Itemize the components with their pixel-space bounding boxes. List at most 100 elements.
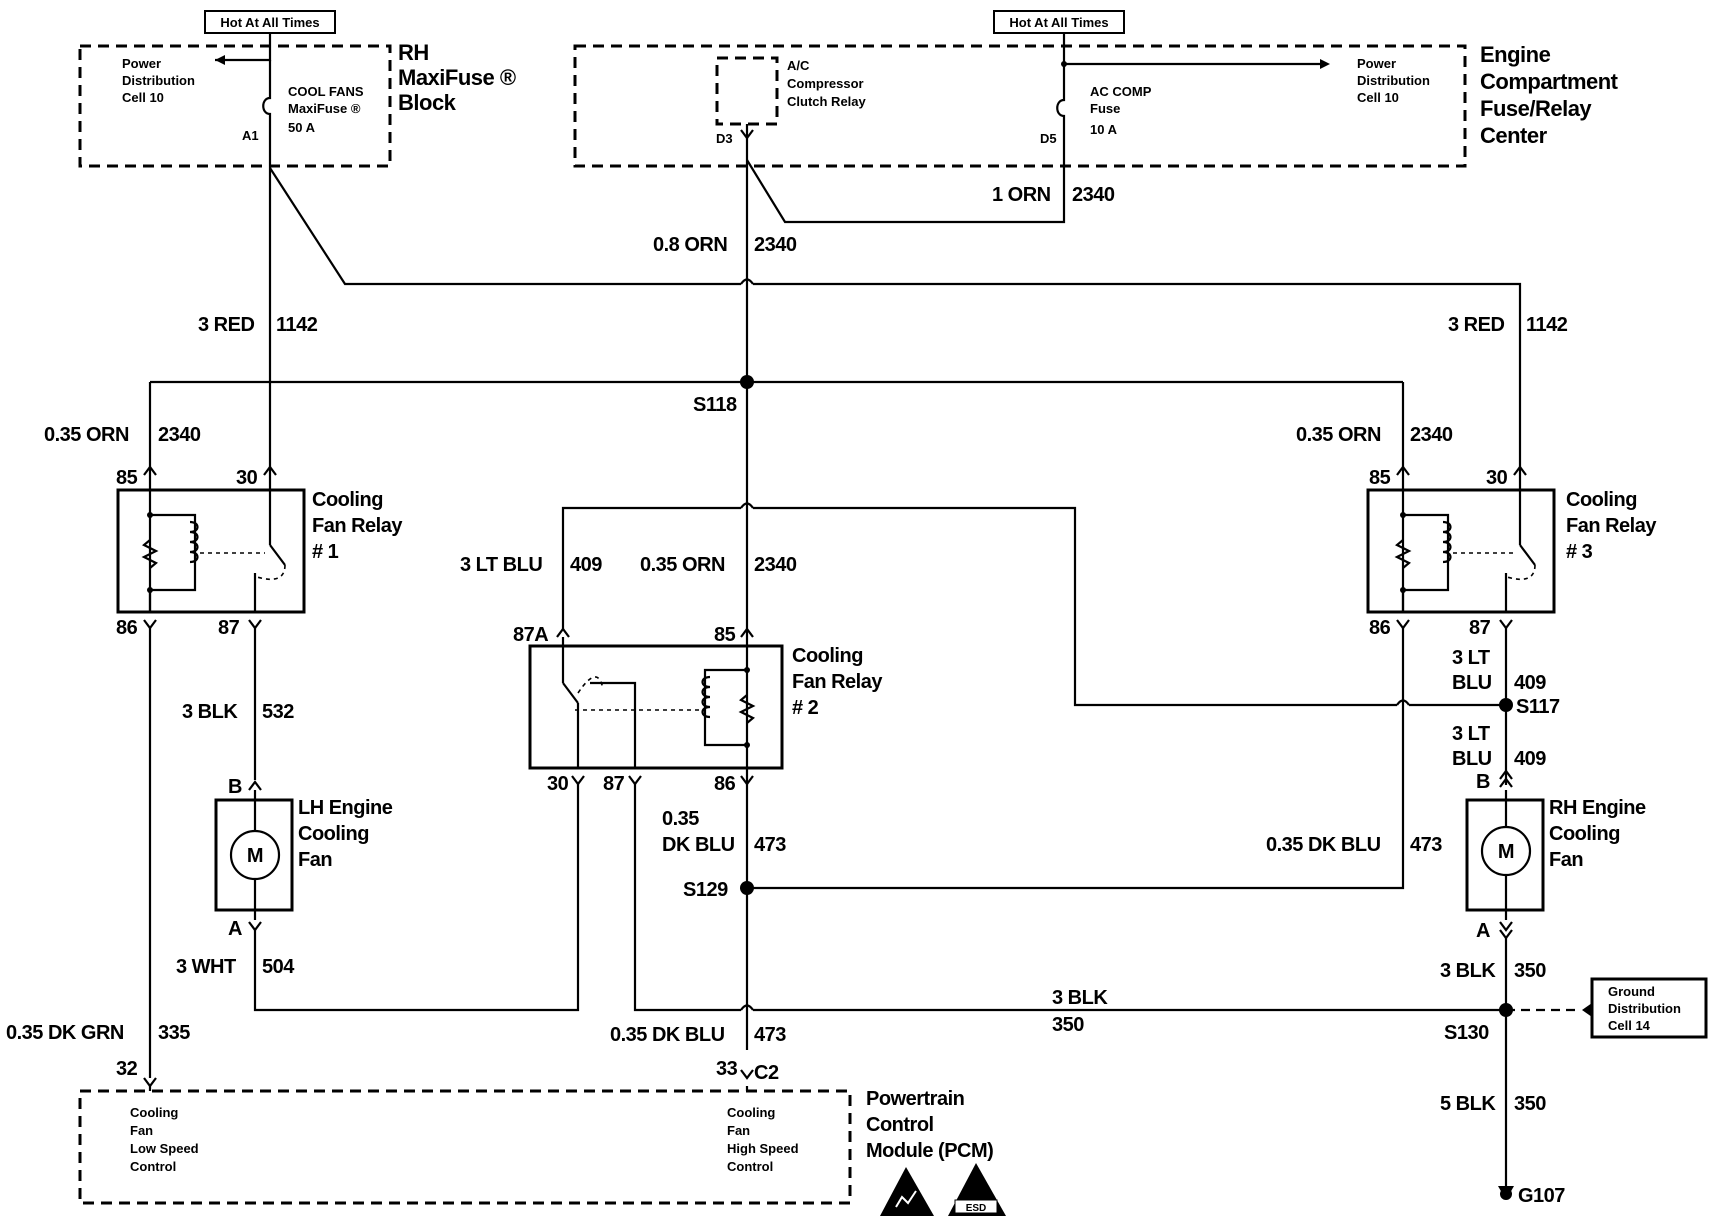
pcm-low-speed-label: Cooling Fan Low Speed Control xyxy=(130,1105,202,1174)
terminal-d5: D5 xyxy=(1040,131,1057,146)
ground-distribution-box: Ground Distribution Cell 14 xyxy=(1590,977,1708,1039)
ac-comp-fuse-label: AC COMP Fuse 10 A xyxy=(1090,84,1155,137)
label-3ltblu-r1-circuit: 409 xyxy=(1514,672,1546,694)
relay-1-pin-85: 85 xyxy=(116,467,138,489)
terminal-d3-mark xyxy=(740,129,754,140)
relay-1-input-pins xyxy=(143,465,277,476)
wire-hot-right-feed xyxy=(1062,33,1320,66)
label-08orn-circuit: 2340 xyxy=(754,234,797,256)
lh-fan-label: LH Engine Cooling Fan xyxy=(298,797,397,871)
pcm-title: Powertrain Control Module (PCM) xyxy=(866,1088,993,1162)
label-035-center: 0.35 xyxy=(662,808,699,830)
wire-035dkblu-473-right xyxy=(747,628,1405,890)
rh-fan-label: RH Engine Cooling Fan xyxy=(1549,797,1651,871)
hot-label-left-text: Hot At All Times xyxy=(220,15,319,30)
relay-2-pin-87a: 87A xyxy=(513,624,548,646)
label-3blk-532: 3 BLK xyxy=(182,701,238,723)
label-3red-right-circuit: 1142 xyxy=(1526,314,1568,336)
pcm-connector-c2: C2 xyxy=(754,1062,779,1084)
hot-label-right-text: Hot At All Times xyxy=(1009,15,1108,30)
maxifuse-block-title: RH MaxiFuse ® Block xyxy=(398,40,521,115)
label-1orn-circuit: 2340 xyxy=(1072,184,1115,206)
wire-3ltblu-409 xyxy=(561,506,1506,707)
arrow-ground-dist xyxy=(1582,1003,1592,1017)
esd-badge-text: ESD xyxy=(966,1203,987,1214)
hot-label-right: Hot At All Times xyxy=(993,10,1125,34)
relay-3-pin-87: 87 xyxy=(1469,617,1491,639)
label-035orn-center-circuit: 2340 xyxy=(754,554,797,576)
wire-1orn-2340 xyxy=(746,152,1066,224)
label-1orn: 1 ORN xyxy=(992,184,1051,206)
lh-engine-cooling-fan: M LH Engine Cooling Fan xyxy=(214,790,397,920)
ground-g107-icon xyxy=(1498,1186,1514,1200)
label-08orn: 0.8 ORN xyxy=(653,234,727,256)
relay-2-label: Cooling Fan Relay # 2 xyxy=(792,645,887,719)
maxifuse-block: Power Distribution Cell 10 COOL FANS Max… xyxy=(78,40,521,168)
label-3blk-mid: 3 BLK xyxy=(1052,987,1108,1009)
relay-2-pin-85: 85 xyxy=(714,624,736,646)
label-3red-left: 3 RED xyxy=(198,314,254,336)
relay-1-internal xyxy=(148,475,272,612)
wire-3blk-350 xyxy=(633,784,1506,1012)
arrow-power-dist-right xyxy=(1320,59,1330,69)
crossover-3red xyxy=(740,278,754,285)
lh-fan-motor-icon: M xyxy=(247,845,263,867)
fuse-relay-power-dist: Power Distribution Cell 10 xyxy=(1357,56,1434,105)
relay-3-label: Cooling Fan Relay # 3 xyxy=(1566,489,1661,563)
label-035dkblu-right: 0.35 DK BLU xyxy=(1266,834,1381,856)
label-035orn-right-circuit: 2340 xyxy=(1410,424,1453,446)
lh-fan-pin-a: A xyxy=(228,918,242,940)
label-3blk-right-circuit: 350 xyxy=(1514,960,1546,982)
relay-3-pin-86: 86 xyxy=(1369,617,1391,639)
label-035dkgrn: 0.35 DK GRN xyxy=(6,1022,124,1044)
arrow-power-dist-left xyxy=(215,55,225,65)
relay-1-pin-87: 87 xyxy=(218,617,240,639)
label-035dkblu-bottom: 0.35 DK BLU xyxy=(610,1024,725,1046)
label-3blk-right: 3 BLK xyxy=(1440,960,1496,982)
label-3wht-circuit: 504 xyxy=(262,956,295,978)
fuse-ac-comp-symbol xyxy=(1056,64,1066,152)
relay-1-label: Cooling Fan Relay # 1 xyxy=(312,489,407,563)
label-3ltblu-r1: 3 LT BLU xyxy=(1452,647,1495,694)
wire-3wht-504 xyxy=(253,784,580,1012)
relay-1-pin-30: 30 xyxy=(236,467,258,489)
maxifuse-power-dist: Power Distribution Cell 10 xyxy=(122,56,199,105)
label-035dkblu-right-circuit: 473 xyxy=(1410,834,1442,856)
label-3red-right: 3 RED xyxy=(1448,314,1504,336)
relay-1-pin-86: 86 xyxy=(116,617,138,639)
label-3blk-mid-circuit: 350 xyxy=(1052,1014,1084,1036)
relay-2-pin-87: 87 xyxy=(603,773,625,795)
pcm-pin-33: 33 xyxy=(716,1058,738,1080)
label-g107: G107 xyxy=(1518,1185,1565,1207)
label-dkblu-center-circuit: 473 xyxy=(754,834,786,856)
relay-3-pin-85: 85 xyxy=(1369,467,1391,489)
relay-3-pin-30: 30 xyxy=(1486,467,1508,489)
label-3red-left-circuit: 1142 xyxy=(276,314,318,336)
label-035orn-right: 0.35 ORN xyxy=(1296,424,1381,446)
label-5blk-circuit: 350 xyxy=(1514,1093,1546,1115)
label-s118: S118 xyxy=(693,394,737,416)
label-3ltblu: 3 LT BLU xyxy=(460,554,542,576)
pcm-pin-32: 32 xyxy=(116,1058,138,1080)
rh-engine-cooling-fan: M RH Engine Cooling Fan xyxy=(1465,790,1651,920)
label-3blk-532-circuit: 532 xyxy=(262,701,294,723)
rh-fan-motor-icon: M xyxy=(1498,841,1514,863)
label-s130: S130 xyxy=(1444,1022,1489,1044)
splice-s117 xyxy=(1499,698,1513,712)
ground-distribution-label: Ground Distribution Cell 14 xyxy=(1608,984,1685,1033)
label-3ltblu-circuit: 409 xyxy=(570,554,602,576)
maxifuse-fuse-label: COOL FANS MaxiFuse ® 50 A xyxy=(288,84,367,135)
label-035orn-center: 0.35 ORN xyxy=(640,554,725,576)
label-s129: S129 xyxy=(683,879,728,901)
splice-s118 xyxy=(740,375,754,389)
wire-3red-right xyxy=(269,167,1522,475)
esd-sensitive-icon: ESD xyxy=(948,1163,1006,1216)
label-035dkblu-bottom-circuit: 473 xyxy=(754,1024,786,1046)
cooling-fan-relay-3: 85 30 86 87 Cooling Fan Relay # 3 xyxy=(1366,465,1661,639)
fuse-cool-fans-symbol xyxy=(262,60,272,150)
cooling-fan-relay-1: 85 30 86 87 Cooling Fan Relay # 1 xyxy=(116,465,407,639)
relay-2-pin-30: 30 xyxy=(547,773,569,795)
ac-relay-label: A/C Compressor Clutch Relay xyxy=(787,58,867,109)
label-5blk: 5 BLK xyxy=(1440,1093,1496,1115)
